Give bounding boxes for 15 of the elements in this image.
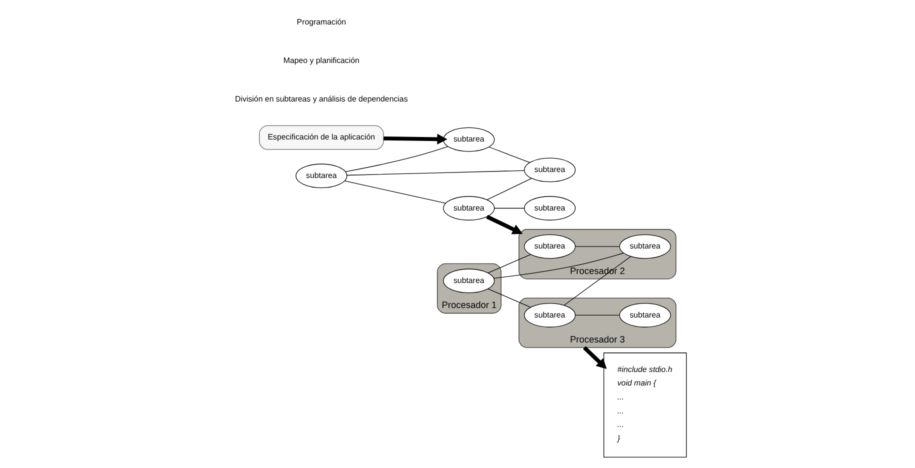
connector xyxy=(346,170,524,176)
connector xyxy=(488,254,531,274)
connector xyxy=(488,288,531,308)
connector xyxy=(344,180,446,204)
connector xyxy=(564,256,632,306)
connector xyxy=(488,146,530,163)
arrow xyxy=(384,134,448,144)
arrow xyxy=(486,214,523,234)
connector xyxy=(494,252,624,279)
connector xyxy=(486,178,532,200)
connector xyxy=(494,208,524,209)
connector xyxy=(575,314,620,316)
connector xyxy=(575,246,620,247)
connector xyxy=(345,146,448,172)
arrow xyxy=(582,346,607,370)
